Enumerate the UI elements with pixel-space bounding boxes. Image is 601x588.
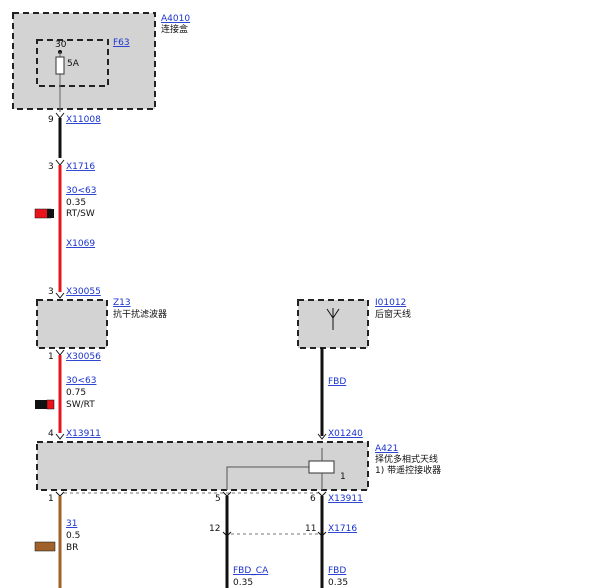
- connector-chevron-x13911-b6: [317, 491, 327, 497]
- connector-chevron-x30056: [55, 349, 65, 356]
- connector-chevron-x1716-b11: [317, 531, 327, 537]
- wire-size-fbd-right: 0.35: [328, 578, 348, 588]
- connector-chevron-x11008: [55, 112, 65, 119]
- wire-color-swatch-w2: [35, 400, 51, 409]
- wire-size-w3: 0.5: [66, 531, 80, 541]
- filter-box-z13: [36, 299, 108, 349]
- component-link-a4010[interactable]: A4010: [161, 14, 190, 24]
- pin-label-x30055: 3: [48, 287, 54, 297]
- pin-label-x11008: 9: [48, 115, 54, 125]
- antenna-icon: [326, 308, 340, 330]
- component-link-i01012[interactable]: I01012: [375, 298, 406, 308]
- wire-color-w3: BR: [66, 543, 78, 553]
- wire-size-w1: 0.35: [66, 198, 86, 208]
- pin-right-x1716-bottom: 11: [305, 524, 316, 534]
- pin-left-x13911-bottom: 1: [48, 494, 54, 504]
- wire-ref-fbd-right[interactable]: FBD: [328, 566, 346, 576]
- component-desc-i01012: 后窗天线: [375, 308, 411, 320]
- wire-ref-w3[interactable]: 31: [66, 519, 77, 529]
- pin-label-x30056: 1: [48, 352, 54, 362]
- connection-box-a4010: [12, 12, 156, 110]
- fuse-box-f63: [36, 39, 109, 87]
- wire-color-stripe-w1: [47, 209, 54, 218]
- pin-mid-x13911-bottom: 5: [215, 494, 221, 504]
- connector-link-x30056[interactable]: X30056: [66, 352, 101, 362]
- internal-link-line: [226, 466, 309, 490]
- pin-label-x1716-top: 3: [48, 162, 54, 172]
- pin-label-x13911-top: 4: [48, 429, 54, 439]
- fuse-pin-label: 30: [55, 40, 67, 50]
- component-desc-a421: 择优多相式天线: [375, 453, 438, 465]
- component-link-z13[interactable]: Z13: [113, 298, 131, 308]
- wire-color-w1: RT/SW: [66, 209, 95, 219]
- fuse-rating: 5A: [67, 59, 80, 69]
- connector-chevron-x1716-top: [55, 159, 65, 166]
- fuse-link-f63[interactable]: F63: [113, 38, 130, 48]
- wire-ref-fbd-ca[interactable]: FBD_CA: [233, 566, 269, 576]
- wire-color-w2: SW/RT: [66, 400, 95, 410]
- component-desc-a4010: 连接盒: [161, 23, 188, 35]
- connector-link-x13911-bottom[interactable]: X13911: [328, 494, 363, 504]
- pin-left-x1716-bottom: 12: [209, 524, 220, 534]
- component-desc-z13: 抗干扰滤波器: [113, 308, 167, 320]
- connector-link-x1716-top[interactable]: X1716: [66, 162, 95, 172]
- component-note-a421: 1) 带遥控接收器: [375, 464, 441, 476]
- fuse-icon: [55, 56, 65, 75]
- connector-link-x01240[interactable]: X01240: [328, 429, 363, 439]
- wire-ref-w1[interactable]: 30<63: [66, 186, 96, 196]
- receiver-element-icon: [308, 460, 335, 474]
- connector-link-x1716-bottom[interactable]: X1716: [328, 524, 357, 534]
- wire-ref-fbd-top[interactable]: FBD: [328, 377, 346, 387]
- connector-chevron-x13911-top: [55, 433, 65, 440]
- wire-size-fbd-ca: 0.35: [233, 578, 253, 588]
- connector-chevron-x1716-b12: [222, 531, 232, 537]
- inner-pin-label: 1: [340, 472, 346, 482]
- component-link-a421[interactable]: A421: [375, 444, 398, 454]
- wire-size-w2: 0.75: [66, 388, 86, 398]
- wire-color-stripe-w2: [46, 399, 55, 410]
- wire-ref-w2[interactable]: 30<63: [66, 376, 96, 386]
- connector-link-x13911-top[interactable]: X13911: [66, 429, 101, 439]
- connector-chevron-x13911-b1: [55, 491, 65, 497]
- connector-link-x1069[interactable]: X1069: [66, 239, 95, 249]
- pin-right-x13911-bottom: 6: [310, 494, 316, 504]
- connector-chevron-x01240: [317, 433, 327, 440]
- connector-link-x30055[interactable]: X30055: [66, 287, 101, 297]
- connector-link-x11008[interactable]: X11008: [66, 115, 101, 125]
- connector-chevron-x30055: [55, 292, 65, 299]
- wire-color-swatch-w3: [34, 541, 56, 552]
